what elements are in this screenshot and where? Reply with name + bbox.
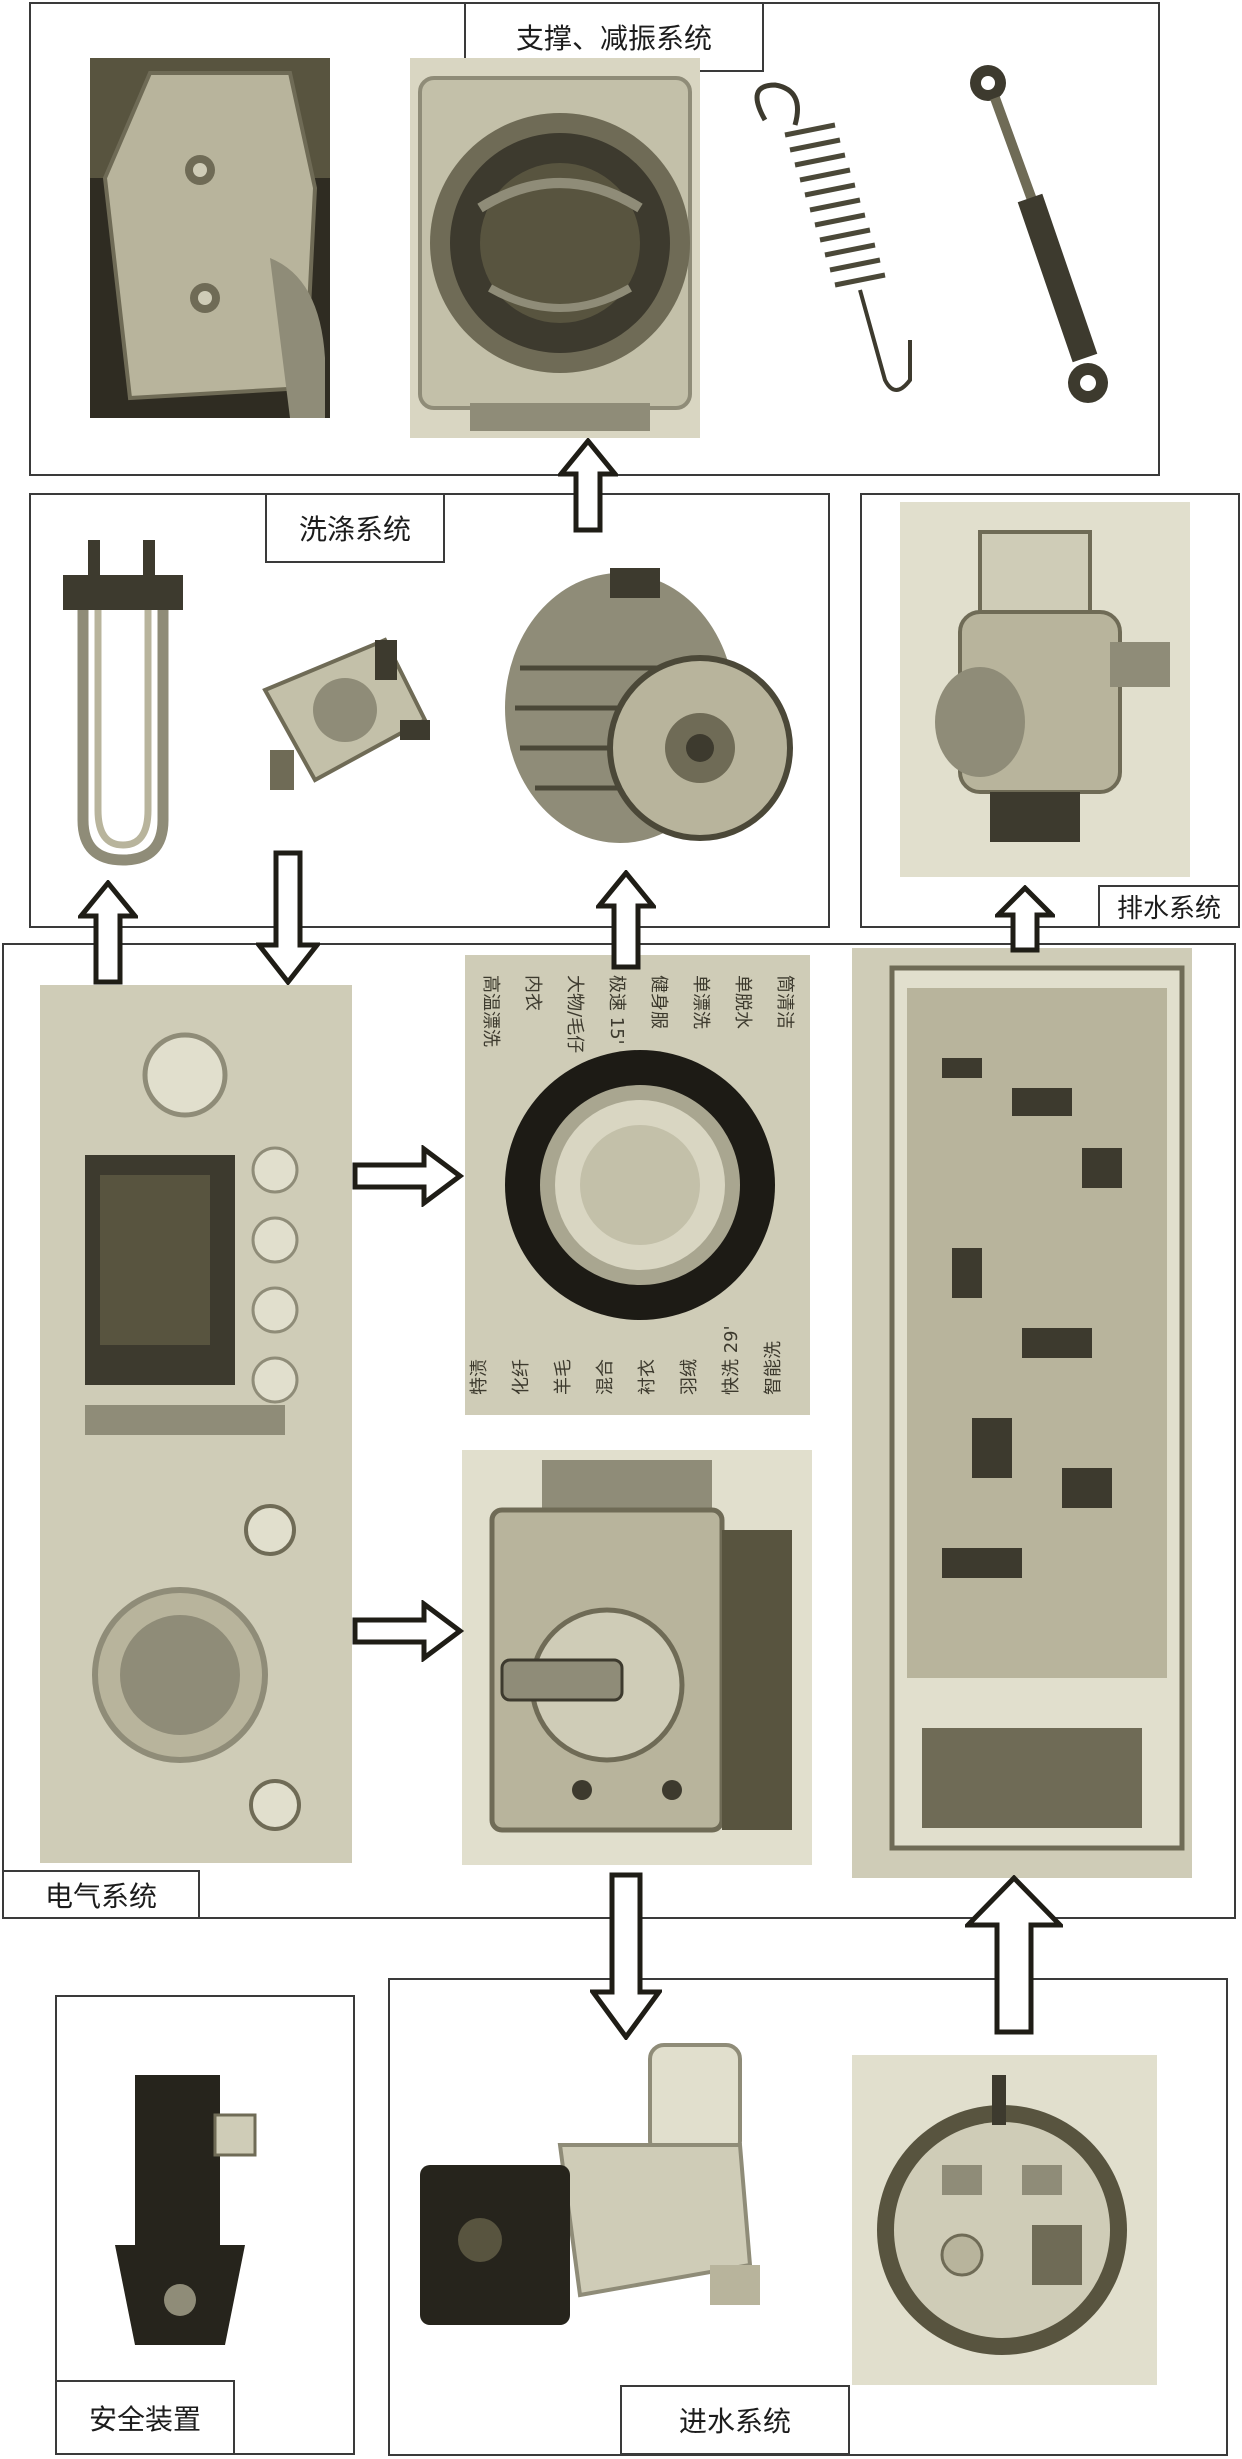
arrow-level-switch-to-board bbox=[965, 1875, 1063, 2035]
knob-program-label: 特渍 bbox=[469, 1359, 490, 1395]
knob-program-label: 衬衣 bbox=[637, 1359, 658, 1395]
knob-program-label: 内衣 bbox=[522, 975, 543, 1011]
shock-absorber-photo bbox=[950, 58, 1120, 418]
knob-program-label: 极速 15' bbox=[606, 975, 627, 1045]
arrow-board-to-drain bbox=[995, 885, 1055, 953]
control-panel-photo bbox=[40, 985, 352, 1863]
knob-program-label: 羽绒 bbox=[679, 1359, 700, 1395]
knob-program-label: 单漂洗 bbox=[690, 975, 711, 1029]
knob-program-label: 化纤 bbox=[511, 1359, 532, 1395]
arrow-panel-to-timer bbox=[352, 1600, 464, 1662]
heating-element-photo bbox=[48, 530, 193, 875]
suspension-spring-photo bbox=[735, 80, 920, 400]
control-board-photo bbox=[852, 948, 1192, 1878]
knob-program-label: 快洗 29' bbox=[721, 1325, 742, 1395]
knob-program-label: 单脱水 bbox=[732, 975, 753, 1029]
wash-motor-photo bbox=[490, 548, 800, 878]
safety-device-label: 安全装置 bbox=[55, 2380, 235, 2455]
knob-program-label: 大物/毛仔 bbox=[564, 975, 585, 1053]
knob-program-label: 健身服 bbox=[648, 975, 669, 1029]
drain-system-label: 排水系统 bbox=[1098, 885, 1240, 928]
arrow-knob-to-motor bbox=[596, 870, 656, 970]
thermostat-photo bbox=[235, 600, 445, 820]
door-lock-photo bbox=[95, 2055, 275, 2365]
inlet-system-label: 进水系统 bbox=[620, 2385, 850, 2455]
arrow-panel-to-knob bbox=[352, 1145, 464, 1207]
washer-drum-photo bbox=[410, 58, 700, 438]
knob-program-label: 高温漂洗 bbox=[480, 975, 501, 1047]
arrow-thermostat-to-electrical bbox=[256, 850, 320, 985]
arrow-washing-to-support bbox=[558, 438, 618, 533]
drain-pump-photo bbox=[900, 502, 1190, 877]
inlet-valve-photo bbox=[410, 2035, 785, 2360]
washing-system-label: 洗涤系统 bbox=[265, 493, 445, 563]
arrow-timer-to-inlet bbox=[590, 1872, 662, 2040]
knob-program-label: 筒清洁 bbox=[774, 975, 795, 1029]
timer-switch-photo bbox=[462, 1450, 812, 1865]
knob-program-label: 智能洗 bbox=[763, 1341, 784, 1395]
electrical-system-label: 电气系统 bbox=[2, 1870, 200, 1919]
counterweight-photo bbox=[90, 58, 330, 418]
arrow-electrical-to-heater bbox=[78, 880, 138, 985]
water-level-switch-photo bbox=[852, 2055, 1157, 2385]
program-knob-photo: 特渍化纤羊毛混合衬衣羽绒快洗 29' 智能洗 高温漂洗内衣大物/毛仔极速 15' 健… bbox=[465, 955, 810, 1415]
knob-program-label: 羊毛 bbox=[553, 1359, 574, 1395]
knob-program-label: 混合 bbox=[595, 1359, 616, 1395]
